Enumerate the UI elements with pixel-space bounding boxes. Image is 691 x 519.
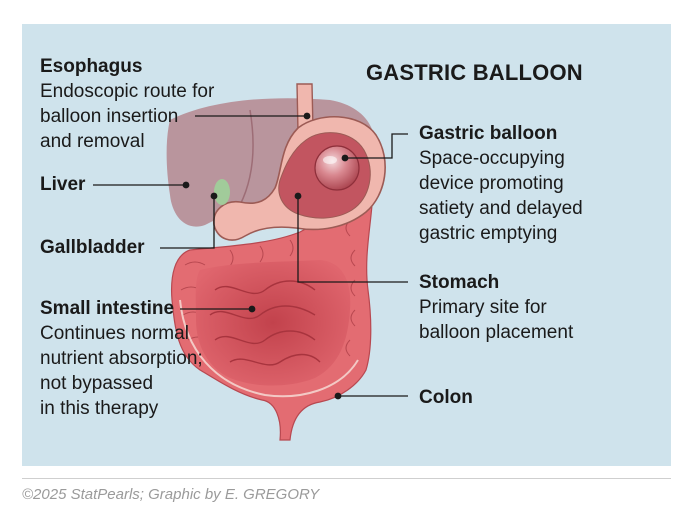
stomach-desc-1: Primary site for <box>419 297 547 318</box>
leader-balloon <box>345 133 408 159</box>
label-stomach: Stomach Primary site for balloon placeme… <box>419 270 573 345</box>
liver-lobe-line <box>239 109 254 206</box>
esophagus-desc-3: and removal <box>40 131 145 152</box>
balloon-shape <box>314 145 360 191</box>
small-intestine-shape <box>195 260 351 386</box>
esophagus-desc-1: Endoscopic route for <box>40 81 215 102</box>
label-gallbladder: Gallbladder <box>40 235 145 260</box>
label-colon: Colon <box>419 385 473 410</box>
stomach-name: Stomach <box>419 272 500 293</box>
leader-gallbladder <box>160 196 215 249</box>
esophagus-desc-2: balloon insertion <box>40 106 179 127</box>
label-liver: Liver <box>40 172 85 197</box>
small-intestine-name: Small intestine <box>40 298 175 319</box>
leader-stomach <box>297 196 408 283</box>
leader-dots <box>182 112 349 400</box>
gastric-balloon-desc-2: device promoting <box>419 173 564 194</box>
gallbladder-name: Gallbladder <box>40 237 145 258</box>
label-esophagus: Esophagus Endoscopic route for balloon i… <box>40 54 214 154</box>
footer-divider <box>22 478 671 479</box>
label-small-intestine: Small intestine Continues normal nutrien… <box>40 296 203 421</box>
balloon-highlight <box>323 156 337 164</box>
intestine-loops <box>209 280 321 366</box>
colon-inner-line <box>179 299 359 398</box>
small-intestine-desc-3: not bypassed <box>40 373 154 394</box>
small-intestine-desc-4: in this therapy <box>40 398 159 419</box>
liver-name: Liver <box>40 174 86 195</box>
gastric-balloon-desc-3: satiety and delayed <box>419 198 583 219</box>
gallbladder-shape <box>214 179 230 205</box>
gastric-balloon-name: Gastric balloon <box>419 123 558 144</box>
gastric-balloon-desc-1: Space-occupying <box>419 148 565 169</box>
label-gastric-balloon: Gastric balloon Space-occupying device p… <box>419 121 583 246</box>
esophagus-name: Esophagus <box>40 56 143 77</box>
diagram-title: GASTRIC BALLOON <box>366 60 583 85</box>
gastric-balloon-desc-4: gastric emptying <box>419 223 558 244</box>
leader-lines <box>93 115 408 397</box>
stomach-desc-2: balloon placement <box>419 322 574 343</box>
credit-line: ©2025 StatPearls; Graphic by E. GREGORY <box>22 486 320 503</box>
small-intestine-desc-2: nutrient absorption; <box>40 348 203 369</box>
colon-name: Colon <box>419 387 473 408</box>
small-intestine-desc-1: Continues normal <box>40 323 189 344</box>
